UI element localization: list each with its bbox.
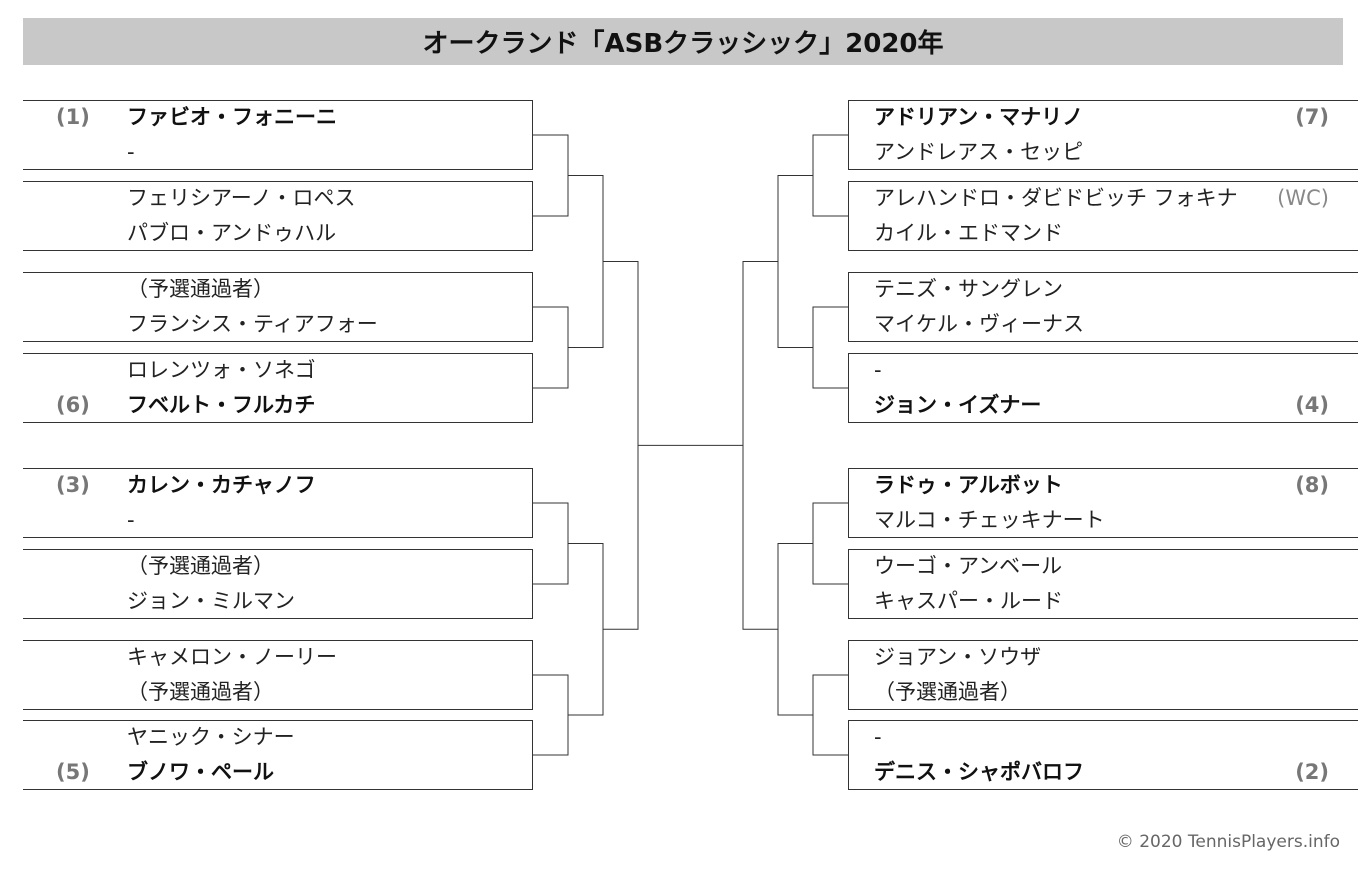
round1-connector: [533, 502, 569, 585]
match-box: [848, 549, 1358, 619]
player-name: ブノワ・ペール: [127, 760, 274, 784]
match-box: [23, 640, 533, 710]
match-box: [23, 720, 533, 790]
round1-connector: [812, 502, 848, 585]
round1-connector: [533, 674, 569, 756]
player-name: カイル・エドマンド: [874, 221, 1063, 245]
player-name: パブロ・アンドゥハル: [127, 221, 337, 245]
player-name: キャメロン・ノーリー: [127, 645, 337, 669]
player-name: ラドゥ・アルボット: [874, 473, 1063, 497]
round2-connector: [777, 543, 813, 716]
player-name: マイケル・ヴィーナス: [874, 312, 1084, 336]
player-name: （予選通過者）: [127, 554, 274, 578]
player-name: フベルト・フルカチ: [127, 393, 316, 417]
player-name: （予選通過者）: [874, 680, 1021, 704]
match-box: [848, 181, 1358, 251]
semifinal-connector: [742, 261, 778, 630]
match-box: [23, 468, 533, 538]
player-name: ロレンツォ・ソネゴ: [127, 358, 316, 382]
draw-title: オークランド「ASBクラッシック」2020年: [23, 18, 1343, 65]
player-name: ヤニック・シナー: [127, 725, 295, 749]
match-box: [23, 353, 533, 423]
seed-label: (2): [1295, 760, 1329, 784]
match-box: [848, 468, 1358, 538]
player-name: ウーゴ・アンベール: [874, 554, 1063, 578]
seed-label: (4): [1295, 393, 1329, 417]
match-box: [23, 272, 533, 342]
match-box: [23, 100, 533, 170]
player-name: カレン・カチャノフ: [127, 473, 316, 497]
player-name: マルコ・チェッキナート: [874, 508, 1105, 532]
player-name: アレハンドロ・ダビドビッチ フォキナ: [874, 186, 1238, 210]
round2-connector: [568, 175, 604, 348]
seed-label: (1): [56, 105, 90, 129]
player-name: （予選通過者）: [127, 680, 274, 704]
match-box: [23, 549, 533, 619]
copyright-footer: © 2020 TennisPlayers.info: [1116, 832, 1340, 852]
seed-label: (3): [56, 473, 90, 497]
player-name: ジョアン・ソウザ: [874, 645, 1042, 669]
round2-connector: [777, 175, 813, 348]
match-box: [848, 353, 1358, 423]
match-box: [848, 720, 1358, 790]
player-name: テニズ・サングレン: [874, 277, 1063, 301]
player-name: キャスパー・ルード: [874, 589, 1063, 613]
match-box: [848, 640, 1358, 710]
round1-connector: [533, 134, 569, 217]
player-name: ジョン・ミルマン: [127, 589, 295, 613]
seed-label: (8): [1295, 473, 1329, 497]
player-name: ジョン・イズナー: [874, 393, 1042, 417]
round1-connector: [812, 134, 848, 217]
player-name: フランシス・ティアフォー: [127, 312, 378, 336]
match-box: [23, 181, 533, 251]
seed-label: (6): [56, 393, 90, 417]
round2-connector: [568, 543, 604, 716]
seed-label: (7): [1295, 105, 1329, 129]
seed-label: (5): [56, 760, 90, 784]
player-name: アドリアン・マナリノ: [874, 105, 1084, 129]
player-name: デニス・シャポバロフ: [874, 760, 1084, 784]
round1-connector: [533, 306, 569, 389]
player-name: アンドレアス・セッピ: [874, 140, 1084, 164]
player-name: フェリシアーノ・ロペス: [127, 186, 356, 210]
semifinal-connector: [603, 261, 639, 630]
player-name: -: [127, 140, 135, 164]
player-name: -: [874, 358, 882, 382]
player-name: -: [874, 725, 882, 749]
round1-connector: [812, 306, 848, 389]
player-name: ファビオ・フォニーニ: [127, 105, 337, 129]
player-name: -: [127, 508, 135, 532]
seed-label: (WC): [1277, 186, 1329, 210]
round1-connector: [812, 674, 848, 756]
match-box: [848, 272, 1358, 342]
match-box: [848, 100, 1358, 170]
player-name: （予選通過者）: [127, 277, 274, 301]
